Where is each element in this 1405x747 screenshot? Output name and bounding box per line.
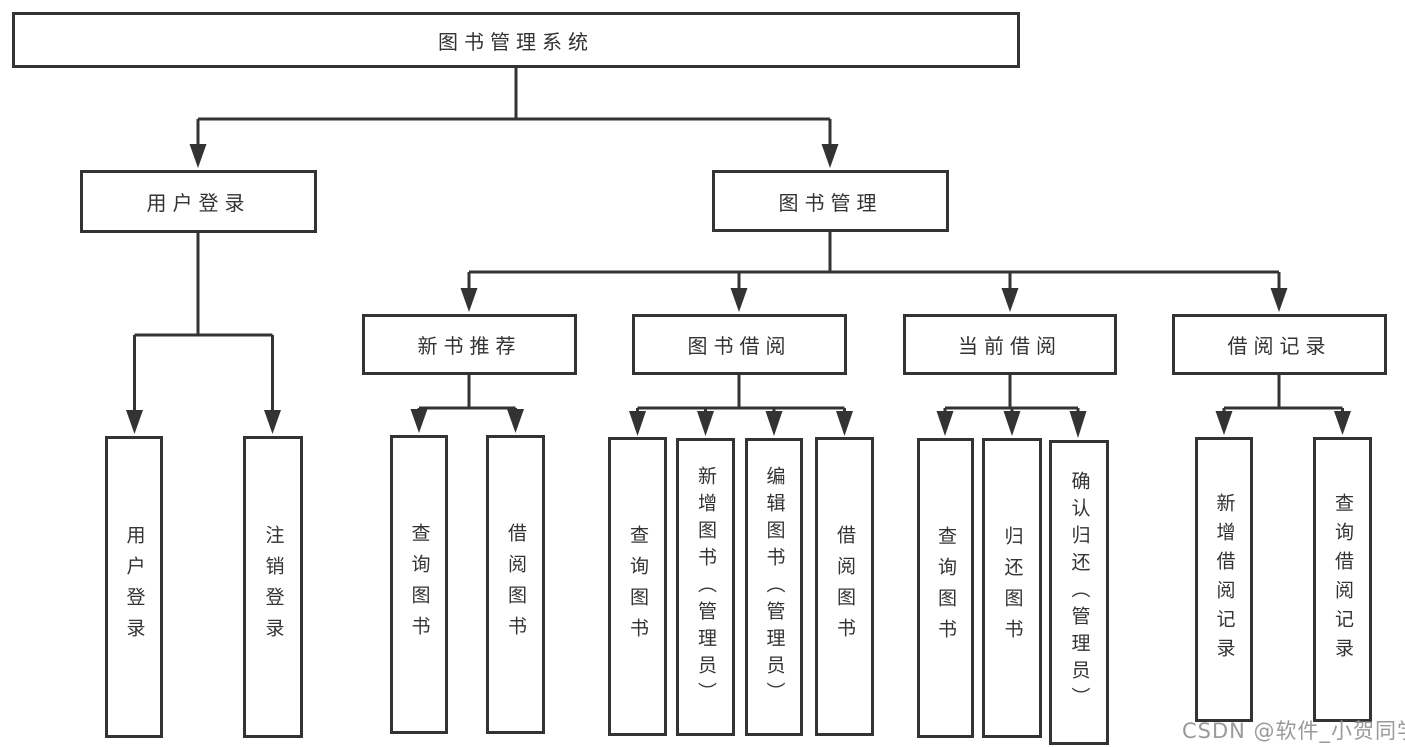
leaf-newbook-borrow-books: 借阅图书 — [486, 435, 545, 734]
leaf-current-return-books-label: 归还图书 — [1001, 526, 1024, 650]
leaf-borrowing-add-books-admin-label: 新增图书（管理员） — [695, 465, 717, 709]
connector-bookmgmt-to-level3 — [460, 232, 1288, 312]
leaf-records-query-record-label: 查询借阅记录 — [1332, 492, 1354, 667]
leaf-user-login-label: 用户登录 — [123, 525, 146, 649]
leaf-newbook-query-books-label: 查询图书 — [408, 522, 431, 647]
leaf-user-login: 用户登录 — [105, 436, 163, 738]
leaf-borrowing-borrow-books-label: 借阅图书 — [834, 524, 856, 649]
connector-newbook-children — [410, 375, 524, 433]
connector-userlogin-children — [126, 233, 281, 434]
node-borrowing-records-label: 借阅记录 — [1227, 334, 1332, 358]
leaf-current-confirm-return-admin: 确认归还（管理员） — [1049, 440, 1109, 745]
node-book-management-label: 图书管理 — [778, 190, 883, 215]
connector-borrowing-children — [629, 375, 853, 436]
node-user-login-label: 用户登录 — [146, 191, 251, 215]
leaf-borrowing-edit-books-admin: 编辑图书（管理员） — [745, 438, 803, 736]
connector-current-children — [936, 375, 1087, 438]
leaf-current-query-books: 查询图书 — [917, 438, 974, 738]
node-book-borrowing: 图书借阅 — [632, 314, 847, 375]
leaf-current-return-books: 归还图书 — [982, 438, 1042, 738]
leaf-newbook-borrow-books-label: 借阅图书 — [505, 522, 527, 647]
watermark: CSDN @软件_小贺同学 — [1182, 719, 1405, 743]
node-book-borrowing-label: 图书借阅 — [687, 334, 792, 358]
leaf-borrowing-query-books-label: 查询图书 — [627, 524, 649, 649]
node-library-system-label: 图书管理系统 — [438, 29, 594, 54]
connector-records-children — [1215, 375, 1351, 435]
node-library-system: 图书管理系统 — [12, 12, 1020, 68]
leaf-borrowing-edit-books-admin-label: 编辑图书（管理员） — [763, 465, 786, 709]
leaf-records-query-record: 查询借阅记录 — [1313, 437, 1372, 722]
leaf-logout-login: 注销登录 — [243, 436, 303, 738]
leaf-current-confirm-return-admin-label: 确认归还（管理员） — [1068, 471, 1091, 714]
leaf-records-add-record: 新增借阅记录 — [1195, 437, 1253, 722]
leaf-borrowing-borrow-books: 借阅图书 — [815, 437, 874, 736]
leaf-newbook-query-books: 查询图书 — [390, 435, 448, 734]
leaf-logout-login-label: 注销登录 — [262, 525, 285, 649]
node-new-book-recommend-label: 新书推荐 — [417, 334, 522, 358]
leaf-borrowing-query-books: 查询图书 — [608, 437, 667, 736]
node-book-management: 图书管理 — [712, 170, 949, 232]
node-current-borrowing-label: 当前借阅 — [958, 334, 1062, 358]
leaf-borrowing-add-books-admin: 新增图书（管理员） — [676, 438, 735, 736]
connector-root-to-level2 — [189, 68, 839, 168]
leaf-current-query-books-label: 查询图书 — [935, 526, 957, 650]
node-current-borrowing: 当前借阅 — [903, 314, 1117, 375]
node-new-book-recommend: 新书推荐 — [362, 314, 577, 375]
leaf-records-add-record-label: 新增借阅记录 — [1213, 492, 1236, 667]
node-borrowing-records: 借阅记录 — [1172, 314, 1387, 375]
node-user-login: 用户登录 — [80, 170, 317, 233]
